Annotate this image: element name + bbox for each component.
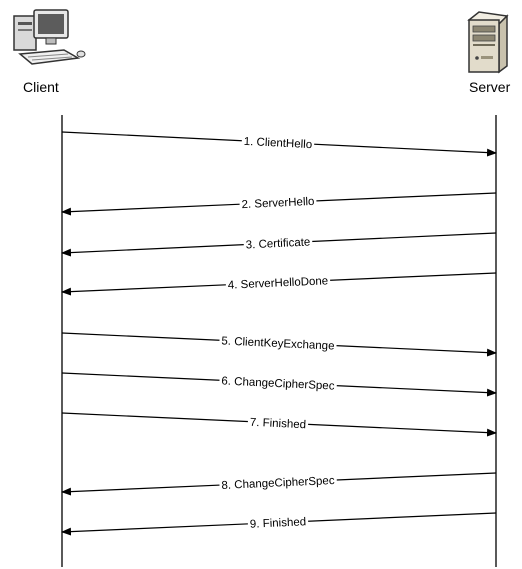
message-label-background — [247, 417, 309, 431]
message-label: 2. ServerHello — [241, 196, 314, 211]
message-label-background — [219, 336, 337, 352]
message-label-background — [225, 276, 331, 291]
message-label-background — [239, 196, 317, 211]
message-label: 9. Finished — [250, 516, 307, 530]
message-label: 3. Certificate — [246, 237, 311, 252]
message-label: 8. ChangeCipherSpec — [221, 475, 335, 492]
message-label: 4. ServerHelloDone — [228, 275, 329, 291]
message-label: 7. Finished — [250, 417, 307, 432]
message-label-background — [219, 376, 337, 392]
message-label-background — [243, 237, 313, 251]
message-label-background — [241, 136, 315, 151]
server-tower-icon — [467, 11, 509, 74]
message-label: 6. ChangeCipherSpec — [221, 375, 335, 392]
desktop-computer-icon — [13, 9, 86, 65]
message-label-background — [247, 517, 309, 530]
client-label: Client — [23, 79, 59, 95]
message-label: 1. ClientHello — [243, 136, 312, 151]
message-label-background — [219, 475, 338, 492]
server-label: Server — [469, 79, 511, 95]
message-label: 5. ClientKeyExchange — [221, 335, 335, 352]
